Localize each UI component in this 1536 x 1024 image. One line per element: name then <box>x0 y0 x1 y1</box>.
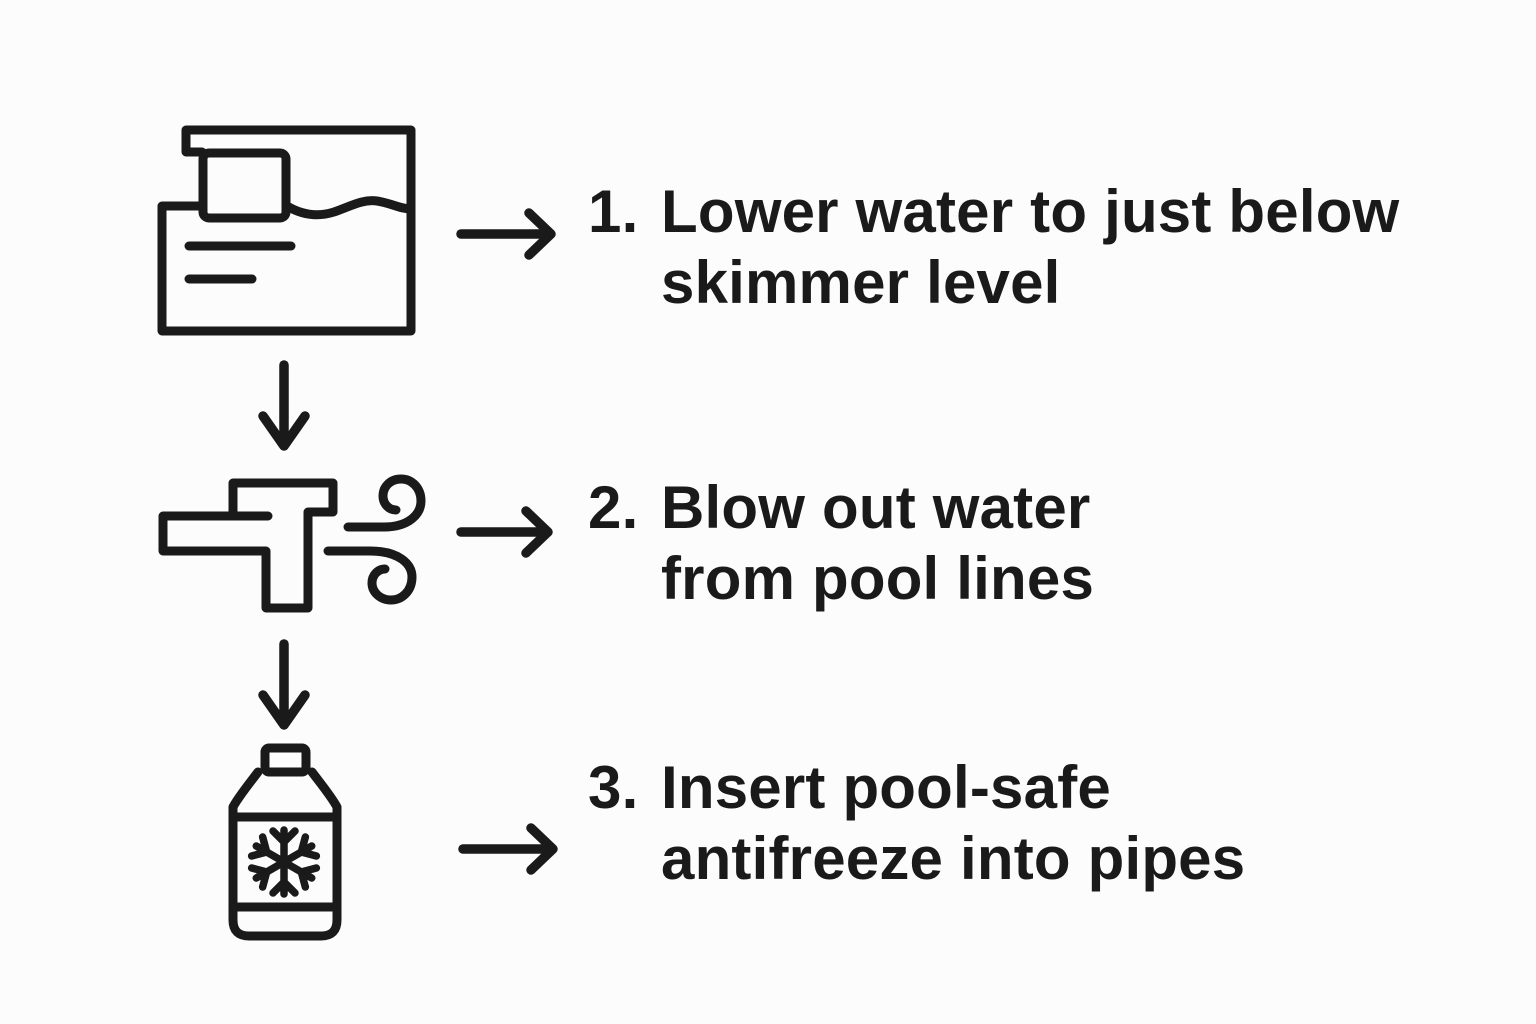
arrow-down-icon <box>258 360 310 451</box>
step-2-line-1: Blow out water <box>661 474 1091 541</box>
pool-skimmer-icon <box>157 125 416 336</box>
step-1-number: 1. <box>588 178 639 245</box>
pipe-blowout-icon <box>158 474 426 613</box>
arrow-right-icon <box>456 506 553 558</box>
step-3-line-2: antifreeze into pipes <box>661 825 1246 892</box>
step-3-line-1: Insert pool-safe <box>661 754 1111 821</box>
bottle-body <box>228 767 342 941</box>
arrow-down-icon <box>258 639 310 730</box>
wind-swirl-top <box>343 474 426 532</box>
water-wave-line <box>282 196 416 220</box>
bottle-cap <box>260 743 311 777</box>
step-1-line-2: skimmer level <box>661 249 1061 316</box>
skimmer-box <box>198 148 291 223</box>
snowflake-icon <box>247 826 321 898</box>
pool-outline <box>157 125 416 336</box>
step-1-text: 1. Lower water to just below skimmer lev… <box>588 176 1399 318</box>
step-2-text: 2. Blow out water from pool lines <box>588 472 1094 614</box>
arrow-right-icon <box>456 208 556 260</box>
step-2-number: 2. <box>588 474 639 541</box>
step-1-line-1: Lower water to just below <box>661 178 1400 245</box>
antifreeze-bottle-icon <box>228 743 342 941</box>
tee-pipe-outline <box>158 478 338 613</box>
arrow-right-icon <box>458 823 558 875</box>
step-3-number: 3. <box>588 754 639 821</box>
step-3-text: 3. Insert pool-safe antifreeze into pipe… <box>588 752 1245 894</box>
wind-swirl-bottom <box>323 546 417 605</box>
step-2-line-2: from pool lines <box>661 545 1095 612</box>
